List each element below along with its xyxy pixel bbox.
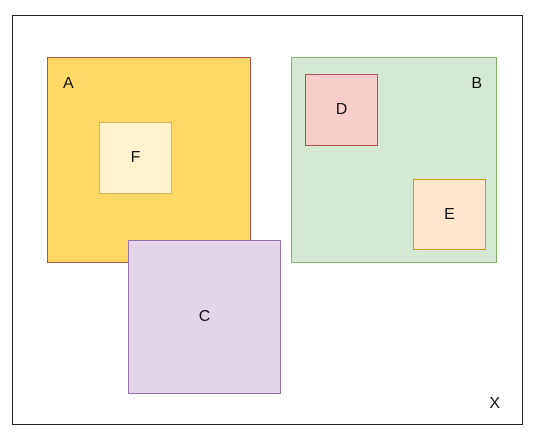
box-e[interactable]: E (413, 179, 486, 250)
box-d-label: D (335, 101, 348, 118)
box-f[interactable]: F (99, 122, 172, 194)
box-c[interactable]: C (128, 240, 281, 394)
box-d[interactable]: D (305, 74, 378, 146)
container-x-label: X (489, 395, 500, 412)
box-c-label: C (198, 308, 211, 325)
box-f-label: F (130, 149, 141, 166)
box-e-label: E (444, 205, 455, 223)
box-a-label: A (63, 75, 74, 92)
box-b-label: B (471, 75, 482, 92)
